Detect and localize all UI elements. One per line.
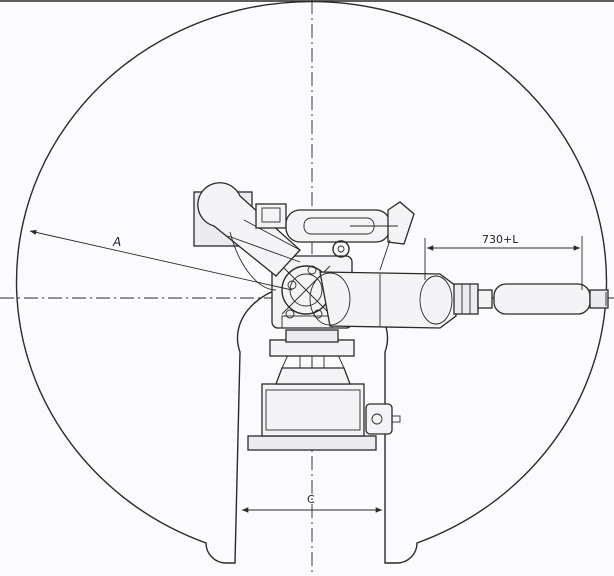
- robot-upper-arm: [193, 182, 301, 291]
- label-reach: 730+L: [482, 233, 519, 246]
- dimension-reach: [424, 236, 583, 290]
- label-A: A: [112, 235, 121, 249]
- robot-forearm: [309, 271, 479, 329]
- robot-base: [247, 329, 401, 451]
- label-C: C: [307, 493, 315, 506]
- robot-balancer: [285, 201, 415, 271]
- dimension-A: [29, 229, 293, 291]
- robot-wrist: [477, 283, 609, 315]
